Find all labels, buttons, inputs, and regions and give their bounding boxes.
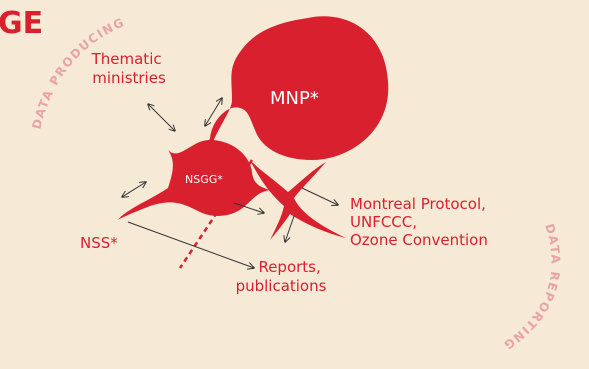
- arrow-ministries-nsgg: [148, 104, 175, 131]
- data-reporting-arc-label: DATA REPORTING: [500, 222, 562, 353]
- international-line-3: Ozone Convention: [350, 231, 488, 249]
- thematic-ministries-line-2: ministries: [92, 69, 166, 87]
- reports-label: Reports, publications: [236, 258, 327, 295]
- arrow-xblob-international: [301, 187, 338, 205]
- red-blob-network: [118, 16, 389, 240]
- nsgg-label: NSGG*: [185, 173, 223, 186]
- nsgg-blob: [118, 140, 270, 220]
- arrow-nss-reports: [127, 221, 254, 268]
- flow-arrows: [122, 98, 338, 268]
- arrow-nsgg-nss: [122, 182, 146, 197]
- dotted-red-line: [178, 159, 254, 269]
- international-label: Montreal Protocol, UNFCCC, Ozone Convent…: [350, 195, 491, 249]
- arrow-nsgg-xblob: [233, 202, 264, 213]
- international-line-1: Montreal Protocol,: [350, 195, 486, 213]
- thematic-ministries-label: Thematic ministries: [91, 50, 167, 87]
- nss-label: NSS*: [80, 234, 118, 252]
- x-junction-blob: [250, 160, 346, 240]
- reports-line-2: publications: [236, 277, 327, 295]
- mnp-label: MNP*: [270, 88, 319, 109]
- corner-heading: GE: [0, 6, 43, 41]
- data-reporting-arc-text: DATA REPORTING: [500, 222, 561, 353]
- reports-line-1: Reports,: [258, 258, 320, 276]
- mnp-blob: [204, 16, 389, 161]
- arrow-xblob-down: [285, 215, 295, 242]
- thematic-ministries-line-1: Thematic: [91, 50, 162, 68]
- arrow-nsgg-mnp: [205, 98, 222, 126]
- international-line-2: UNFCCC,: [350, 213, 417, 231]
